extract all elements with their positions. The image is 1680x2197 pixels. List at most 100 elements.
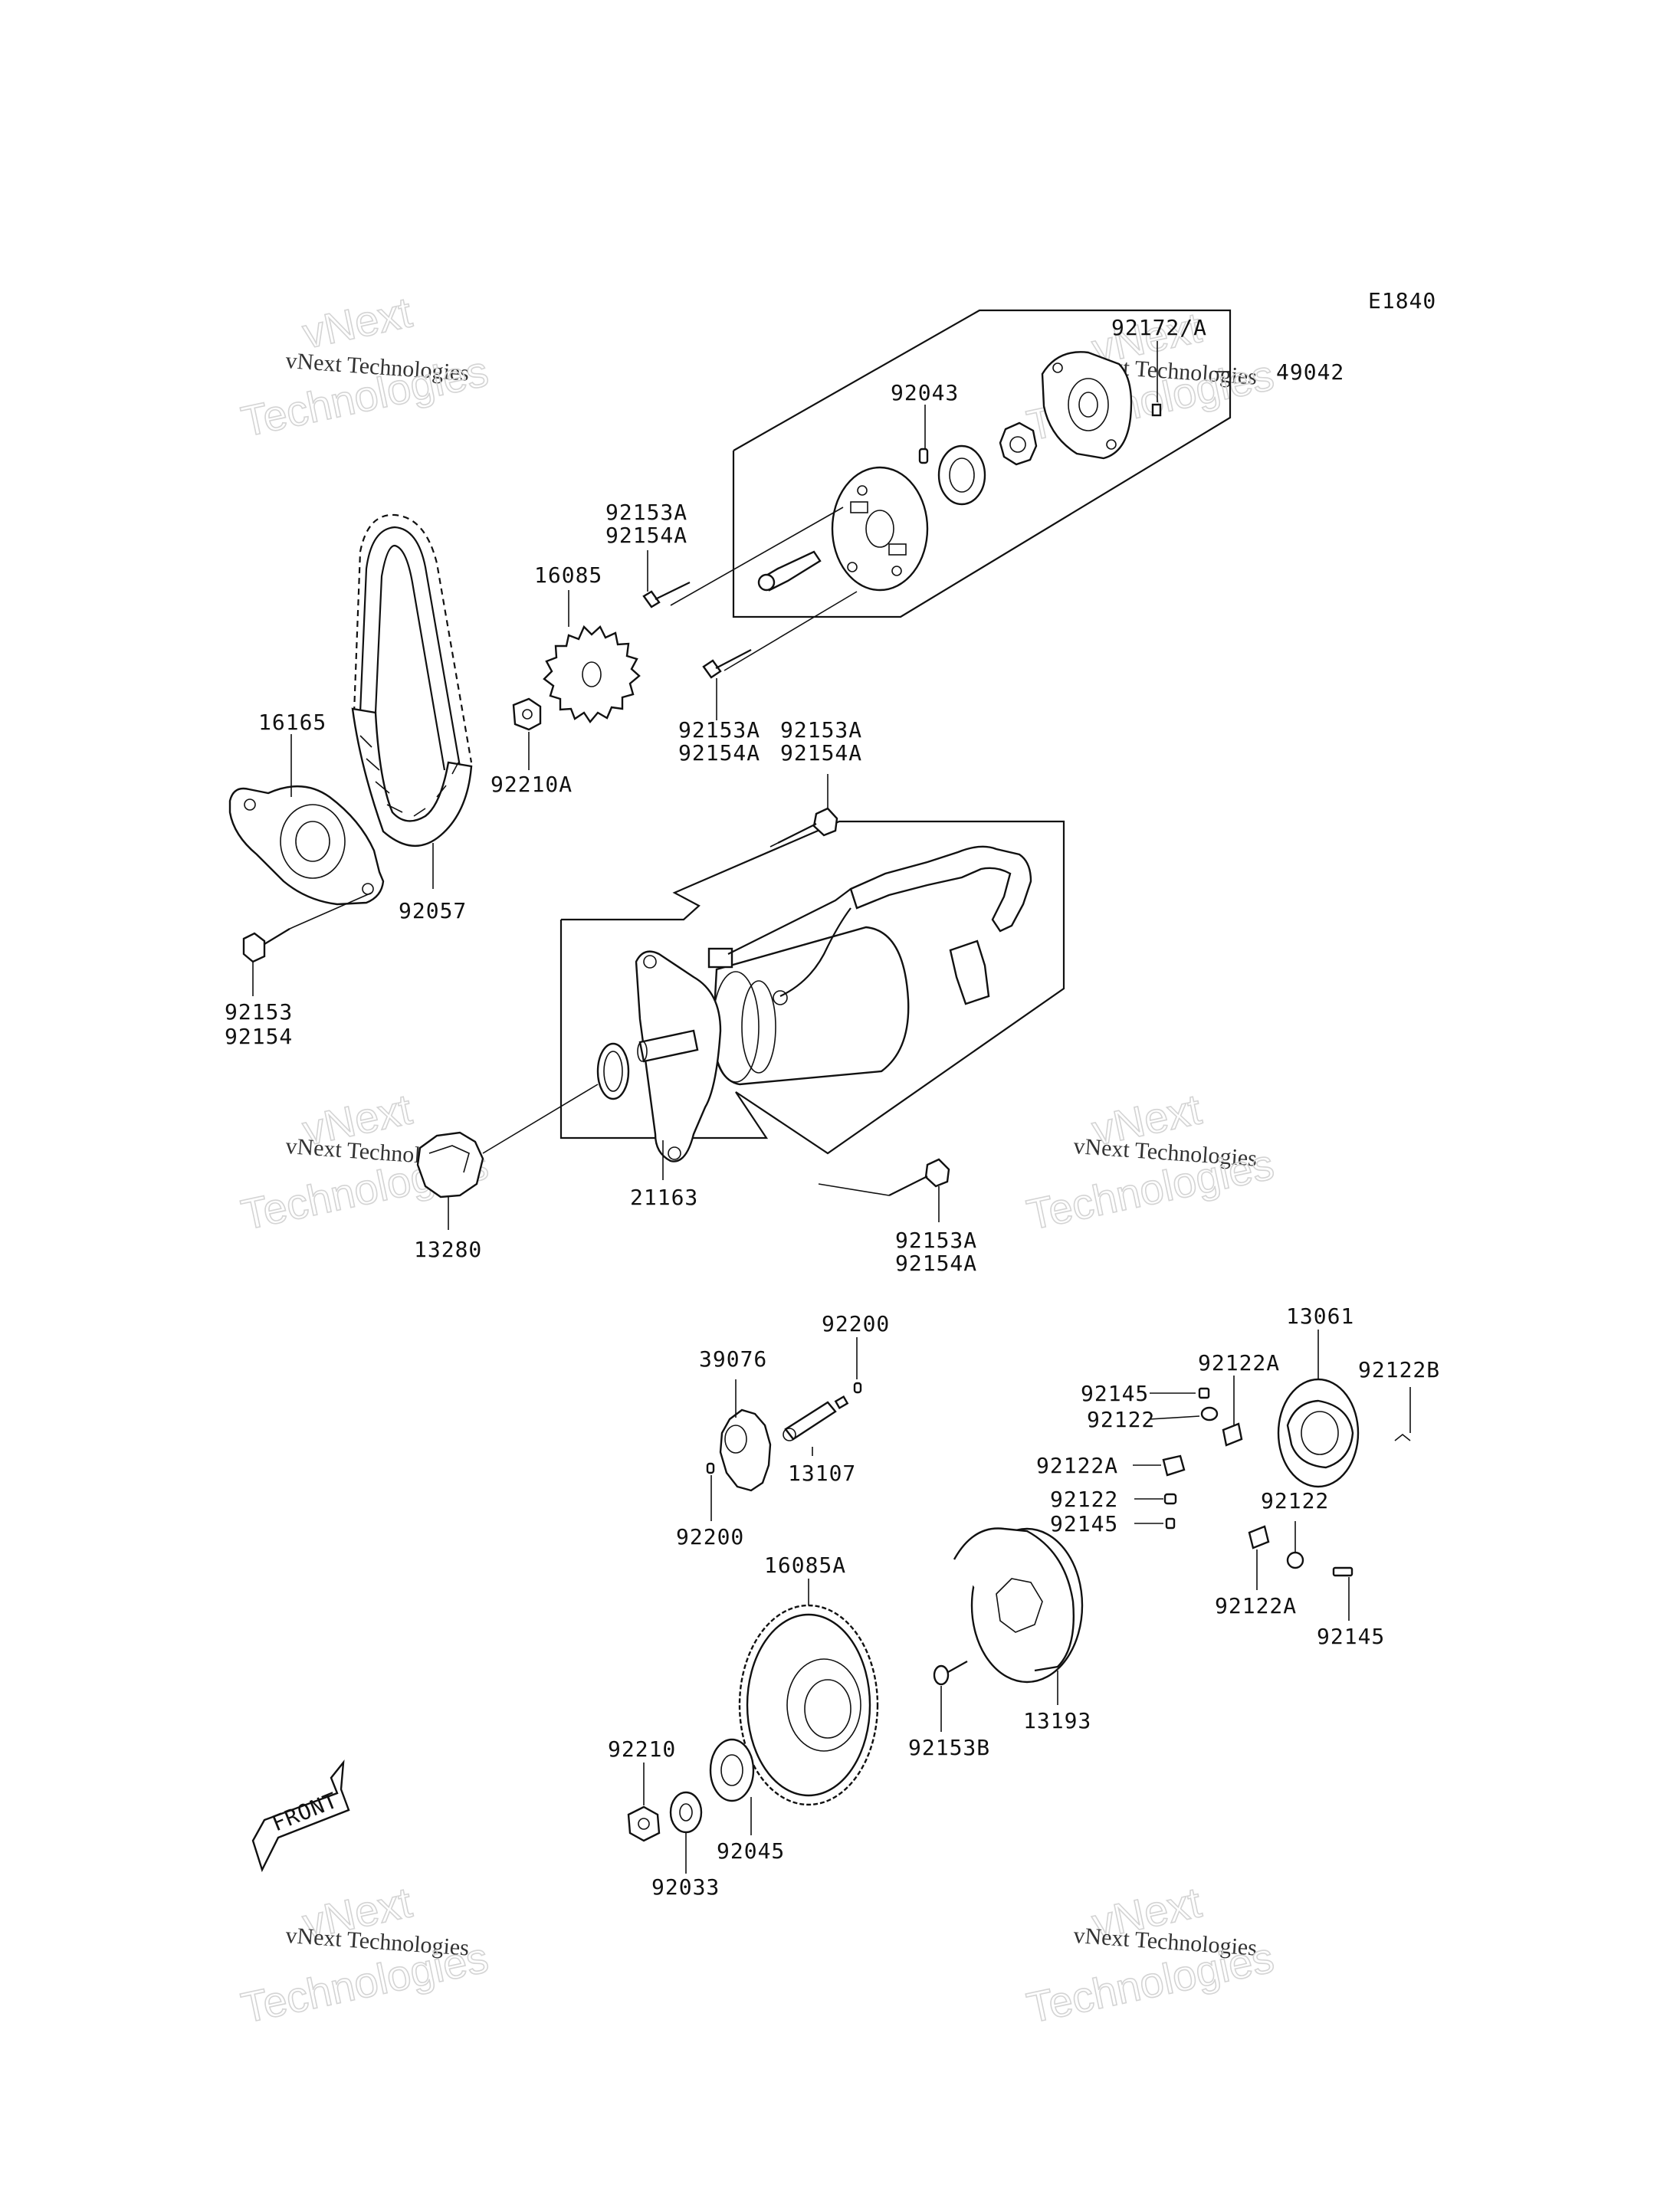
mounting-flange xyxy=(635,950,722,1162)
rollers-and-springs xyxy=(1162,1387,1354,1577)
callout-92154a-1: 92154A xyxy=(605,523,687,548)
brush-holder xyxy=(831,466,929,592)
end-cover xyxy=(1041,351,1133,460)
callout-16165: 16165 xyxy=(258,710,326,735)
motor-body xyxy=(711,926,910,1086)
watermark-bottom-right: vNext vNext Technologies Technologies xyxy=(1022,1877,1278,2032)
callout-92210a: 92210A xyxy=(491,772,573,797)
callout-13107: 13107 xyxy=(788,1461,856,1486)
callout-21163: 21163 xyxy=(630,1185,698,1210)
callout-92122-3: 92122 xyxy=(1261,1488,1329,1513)
nut-92210a xyxy=(512,697,542,731)
bolt-motor-upper xyxy=(769,807,838,848)
callout-92200-2: 92200 xyxy=(676,1524,744,1549)
motor-shaft xyxy=(638,1029,699,1063)
armature-bushing xyxy=(757,550,822,592)
sprocket-16085 xyxy=(543,625,641,724)
clutch-outer-13193 xyxy=(953,1527,1084,1684)
gear-16085a xyxy=(738,1604,879,1806)
leader-lines xyxy=(252,341,1411,1874)
ring-gear xyxy=(937,444,986,506)
pin-92200-lower xyxy=(706,1462,715,1474)
front-label: FRONT xyxy=(268,1787,341,1836)
callout-92154a-4: 92154A xyxy=(895,1251,977,1276)
planet-gear xyxy=(999,421,1038,466)
coupling-13280 xyxy=(416,1084,599,1199)
callout-labels: 92172/A 49042 92043 92153A 92154A 16085 … xyxy=(225,315,1440,1900)
roller-92122a-1 xyxy=(1222,1422,1243,1447)
callout-92057: 92057 xyxy=(399,898,467,923)
callout-92122a-1: 92122A xyxy=(1198,1350,1280,1376)
bolt-middle xyxy=(702,649,752,679)
starter-motor-assembly xyxy=(559,820,1065,1162)
callout-16085a: 16085A xyxy=(764,1553,846,1578)
bolt-92153b xyxy=(933,1661,968,1686)
callout-13061: 13061 xyxy=(1286,1303,1354,1329)
callout-92122a-2: 92122A xyxy=(1036,1453,1118,1478)
callout-92122-2: 92122 xyxy=(1050,1487,1118,1512)
callout-92122-1: 92122 xyxy=(1087,1407,1155,1432)
motor-cable xyxy=(849,845,1032,933)
spring-92122b xyxy=(1394,1433,1411,1441)
screw-92172a xyxy=(1151,403,1162,417)
bolt-motor-lower xyxy=(818,1158,950,1196)
bolt-upper xyxy=(642,582,691,608)
chain-guide-16165 xyxy=(228,785,385,906)
callout-92210: 92210 xyxy=(608,1736,676,1762)
clutch-hub-13061 xyxy=(1277,1378,1360,1488)
motor-connector xyxy=(949,939,990,1005)
callout-16085: 16085 xyxy=(534,562,602,588)
callout-92153a-1: 92153A xyxy=(605,500,687,525)
callout-92154a-3: 92154A xyxy=(780,740,862,766)
front-arrow: FRONT xyxy=(251,1759,350,1873)
shaft-13107 xyxy=(783,1395,849,1441)
starter-clutch-assembly xyxy=(670,309,1232,671)
idler-gear-39076 xyxy=(719,1408,772,1492)
pin-92043 xyxy=(918,448,929,464)
roller-92122a-2 xyxy=(1162,1454,1186,1477)
bearing-92045 xyxy=(709,1738,755,1802)
pin-92200-upper xyxy=(853,1382,862,1394)
watermark-brand: vNext xyxy=(298,287,416,357)
terminal xyxy=(707,947,733,969)
callout-92145-3: 92145 xyxy=(1317,1624,1385,1649)
spring-cap-92122-1 xyxy=(1200,1406,1219,1421)
spring-92145-1 xyxy=(1198,1387,1210,1399)
nut-92210 xyxy=(627,1805,661,1842)
bolt-92153 xyxy=(242,892,372,963)
callout-92153a-4: 92153A xyxy=(895,1228,977,1253)
callout-92145-2: 92145 xyxy=(1050,1511,1118,1536)
callout-92122b: 92122B xyxy=(1358,1357,1440,1382)
spring-cap-92122-2 xyxy=(1163,1493,1177,1505)
assembly-outline xyxy=(732,309,1232,618)
callout-13193: 13193 xyxy=(1023,1708,1091,1733)
roller-92122a-3 xyxy=(1248,1525,1270,1549)
callout-92122a-3: 92122A xyxy=(1215,1593,1297,1618)
callout-92145-1: 92145 xyxy=(1081,1381,1149,1406)
callout-92045: 92045 xyxy=(717,1838,785,1864)
washer-92033 xyxy=(669,1791,703,1834)
spring-92145-2 xyxy=(1165,1517,1176,1530)
callout-13280: 13280 xyxy=(414,1237,482,1262)
callout-92154a-2: 92154A xyxy=(678,740,760,766)
callout-92200-1: 92200 xyxy=(822,1311,890,1336)
callout-92153b: 92153B xyxy=(908,1735,990,1760)
motor-outline xyxy=(559,820,1065,1155)
spring-cap-92122-3 xyxy=(1286,1551,1304,1569)
callout-92154: 92154 xyxy=(225,1024,293,1049)
watermark-bottom-left: vNext vNext Technologies Technologies xyxy=(237,1877,493,2032)
spring-92145-3 xyxy=(1332,1566,1354,1577)
watermark-top-left: vNext vNext Technologies Technologies xyxy=(237,287,493,446)
watermark-mid-right: vNext vNext Technologies Technologies xyxy=(1022,1084,1278,1239)
o-ring xyxy=(596,1042,630,1100)
callout-39076: 39076 xyxy=(699,1346,767,1372)
callout-92033: 92033 xyxy=(651,1874,720,1900)
callout-92172a: 92172/A xyxy=(1111,315,1207,340)
callout-92153: 92153 xyxy=(225,999,293,1025)
callout-92043: 92043 xyxy=(891,380,959,405)
callout-92153a-3: 92153A xyxy=(780,717,862,743)
chain-92057 xyxy=(351,513,473,847)
diagram-code: E1840 xyxy=(1368,288,1436,313)
callout-92153a-2: 92153A xyxy=(678,717,760,743)
